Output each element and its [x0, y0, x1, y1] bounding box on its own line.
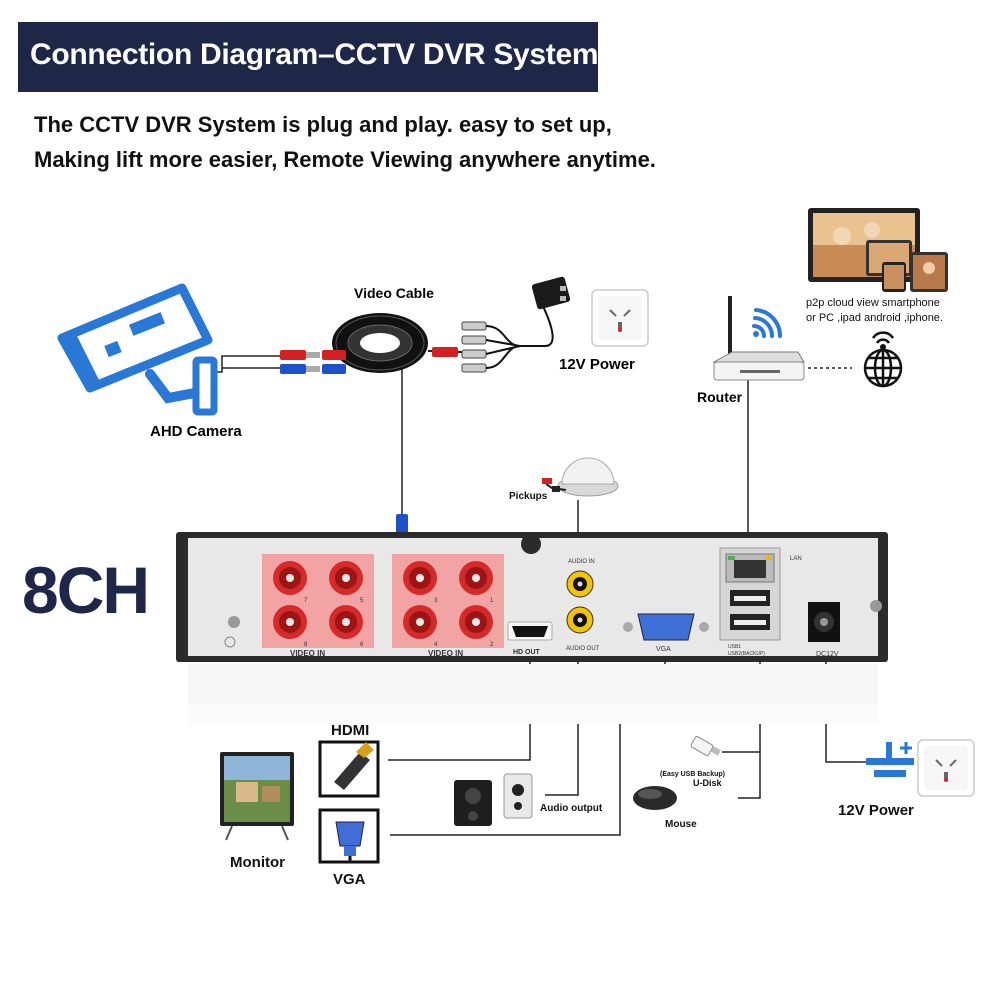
video-cable-label: Video Cable [354, 285, 434, 301]
subtitle-line-2: Making lift more easier, Remote Viewing … [34, 147, 656, 172]
bnc-port-number: 3 [434, 598, 438, 604]
bnc-port [459, 605, 493, 639]
dc-polarity-icon [866, 742, 914, 777]
camera-video-wire [215, 355, 280, 373]
bnc-port [403, 561, 437, 595]
usb-backup-label: (Easy USB Backup) [660, 771, 725, 778]
hdmi-port [507, 621, 553, 641]
power-bottom-label: 12V Power [838, 802, 914, 819]
hdmi-cable-icon [318, 740, 380, 798]
bnc-port-number: 5 [360, 598, 364, 604]
ahd-camera-icon [57, 283, 218, 416]
u-disk-label: U-Disk [693, 778, 723, 788]
bnc-ports: 7 5 3 1 8 6 4 2 [273, 561, 494, 648]
lan-port [725, 553, 775, 583]
usb-ports [730, 590, 770, 630]
video-in-label-left: VIDEO IN [290, 649, 325, 658]
bnc-port [459, 561, 493, 595]
bnc-port-number: 8 [304, 642, 308, 648]
bnc-port [329, 605, 363, 639]
monitor-label: Monitor [230, 854, 285, 871]
mouse-label: Mouse [665, 819, 697, 830]
globe-icon [863, 331, 903, 388]
mouse-icon [633, 786, 677, 810]
p2p-label-line-1: p2p cloud view smartphone [806, 297, 940, 309]
audio-output-label: Audio output [540, 803, 603, 814]
router-label: Router [697, 389, 743, 405]
bnc-port [403, 605, 437, 639]
ahd-camera-label: AHD Camera [150, 423, 242, 440]
vga-label: VGA [333, 871, 366, 888]
bnc-port-number: 7 [304, 598, 308, 604]
speakers-icon [454, 773, 533, 826]
pickup-microphone-icon [542, 457, 619, 497]
video-cable-icon [280, 313, 458, 550]
hdmi-label: HDMI [331, 722, 369, 739]
usb-disk-icon [690, 736, 721, 756]
dc12v-label: DC12V [816, 651, 839, 658]
pickups-label: Pickups [509, 491, 548, 502]
title-banner [18, 22, 598, 92]
usb-wire [722, 751, 761, 799]
audio-in-label: AUDIO IN [568, 559, 595, 565]
bnc-port [273, 605, 307, 639]
wall-outlet-bottom-icon [917, 739, 975, 797]
monitor-icon [220, 752, 294, 841]
dc-power-port [808, 602, 840, 642]
hd-out-label: HD OUT [513, 649, 541, 656]
wall-outlet-icon [591, 289, 649, 347]
lan-label: LAN [790, 556, 802, 562]
bnc-port-number: 6 [360, 642, 364, 648]
bnc-port-number: 4 [434, 642, 438, 648]
viewing-devices-icon [808, 208, 948, 292]
subtitle-line-1: The CCTV DVR System is plug and play. ea… [34, 112, 612, 137]
bnc-port [329, 561, 363, 595]
bnc-port-number: 2 [490, 642, 494, 648]
audio-out-label: AUDIO OUT [566, 646, 600, 652]
router-icon [712, 296, 805, 381]
vga-port-label: VGA [656, 646, 671, 653]
audio-out-port [566, 606, 594, 634]
audio-in-port [566, 570, 594, 598]
p2p-label-line-2: or PC ,ipad android ,iphone. [806, 312, 943, 324]
bnc-port [273, 561, 307, 595]
usb1-label: USB1 [728, 644, 741, 650]
usb2-label: USB2(BACKUP) [728, 651, 765, 657]
video-in-label-right: VIDEO IN [428, 649, 463, 658]
channel-count-label: 8CH [22, 553, 150, 627]
bnc-port-number: 1 [490, 598, 494, 604]
vga-port [623, 613, 709, 641]
power-splitter-icon [458, 276, 571, 373]
power-top-label: 12V Power [559, 356, 635, 373]
page-title: Connection Diagram–CCTV DVR System [30, 38, 599, 71]
wifi-icon [752, 308, 783, 338]
vga-cable-icon [318, 808, 380, 864]
